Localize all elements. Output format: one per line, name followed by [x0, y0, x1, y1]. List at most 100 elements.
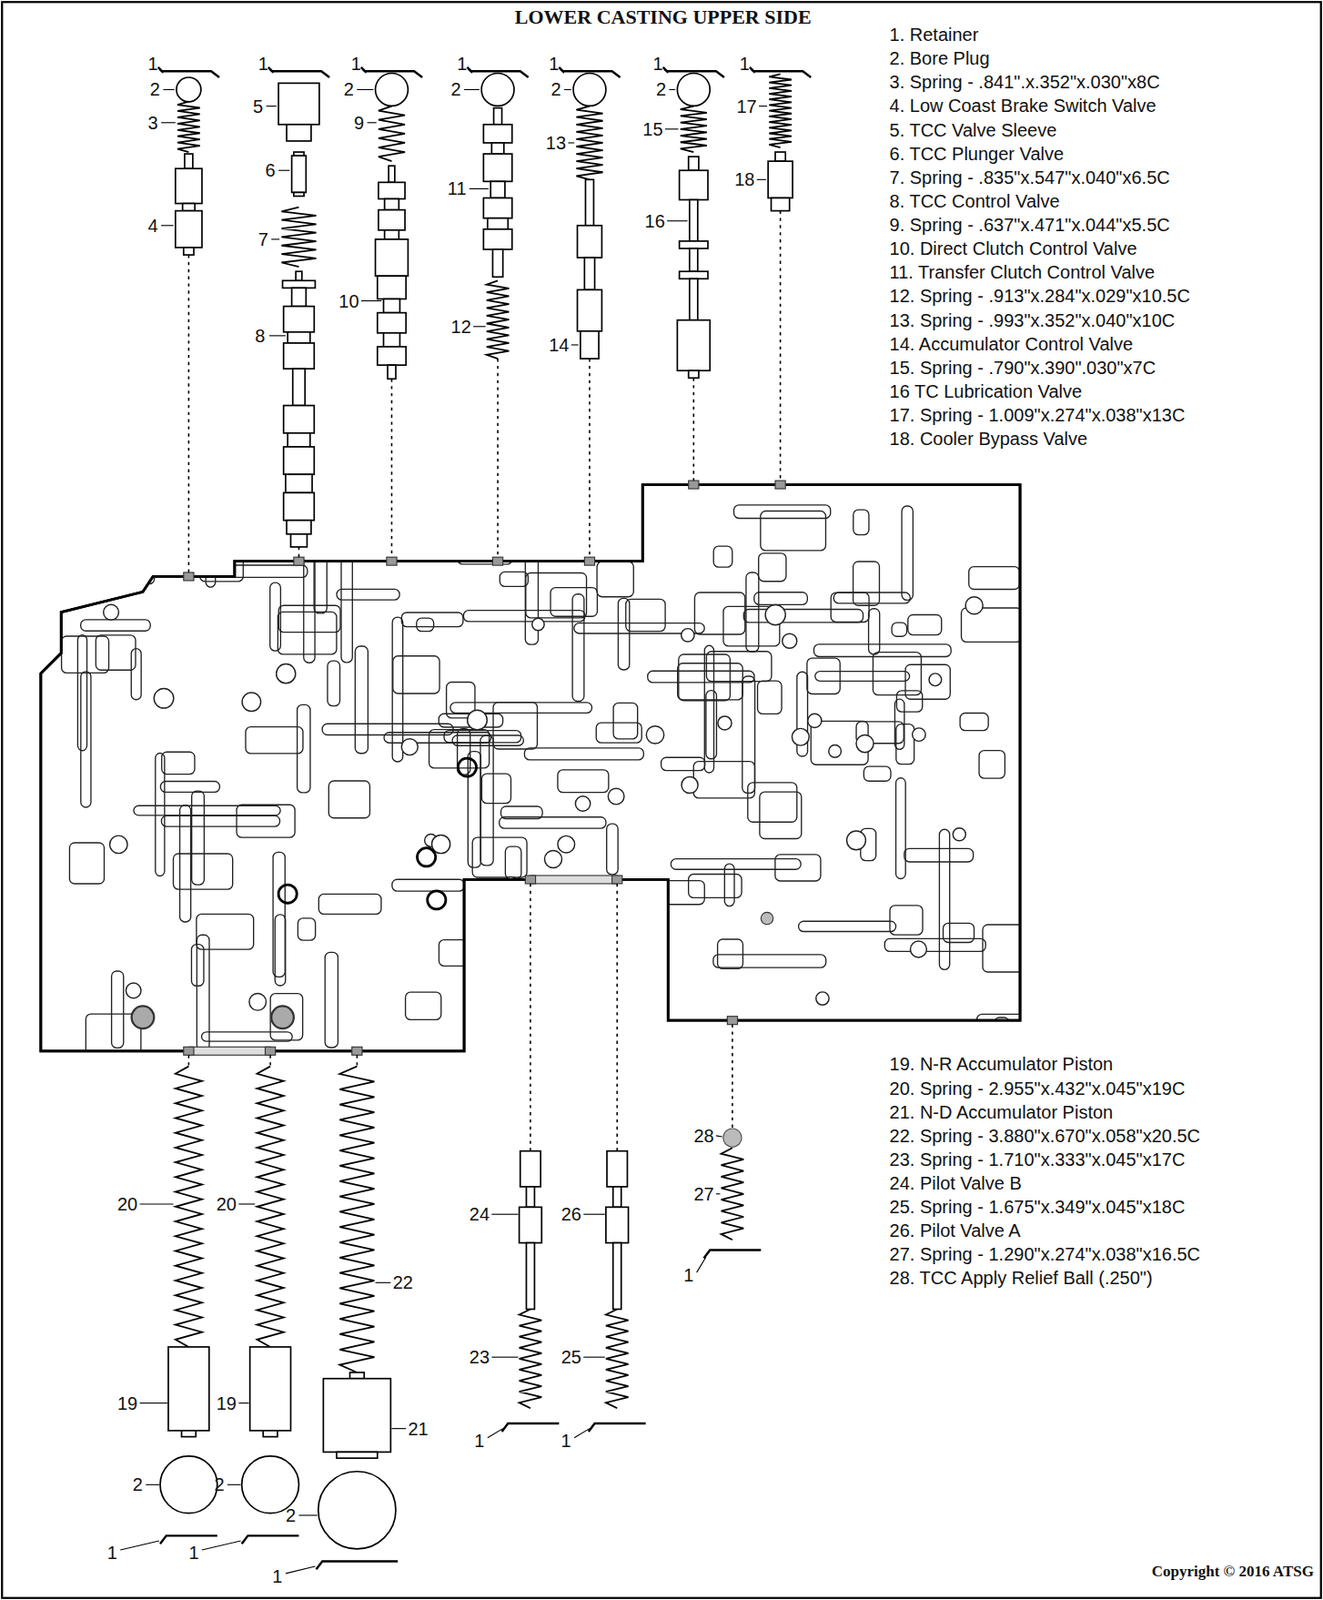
ball — [760, 911, 773, 924]
callout-number: 24 — [469, 1203, 490, 1224]
retainer-slot — [584, 556, 595, 566]
retainer-slot — [183, 572, 194, 581]
fluid-channel — [131, 648, 142, 700]
fluid-channel — [815, 671, 910, 682]
bolt-hole — [965, 596, 983, 615]
callout-number: 1 — [351, 53, 362, 74]
parts-list-item: 26. Pilot Valve A — [889, 1220, 1021, 1241]
fluid-channel — [297, 704, 311, 792]
fluid-channel — [318, 893, 382, 914]
callout-number: 20 — [216, 1193, 237, 1214]
leader-line — [367, 121, 377, 123]
callout-number: 2 — [132, 1474, 143, 1495]
slot-bar — [188, 1046, 271, 1055]
spring-symbol — [339, 1066, 374, 1373]
valve-land — [494, 108, 503, 125]
fluid-channel — [277, 611, 337, 655]
fluid-channel — [943, 922, 975, 942]
bolt-hole — [952, 828, 966, 841]
retainer-symbol — [160, 1535, 218, 1544]
callout-number: 17 — [736, 96, 757, 117]
parts-list-item: 2. Bore Plug — [889, 48, 990, 69]
valve-land — [285, 474, 313, 493]
fluid-channel — [95, 635, 136, 670]
valve-land — [175, 211, 202, 248]
leader-line — [664, 69, 668, 73]
fluid-channel — [480, 735, 494, 866]
leader-line — [666, 220, 687, 222]
valve-land — [676, 320, 710, 371]
spring-symbol — [721, 1147, 745, 1240]
fluid-channel — [392, 616, 403, 762]
fluid-channel — [759, 791, 802, 839]
valve-land — [250, 1346, 292, 1431]
callout-number: 3 — [148, 112, 159, 133]
fluid-channel — [704, 645, 714, 773]
leader-line — [271, 238, 280, 240]
bore-plug — [573, 73, 606, 107]
bolt-hole — [681, 628, 695, 642]
fluid-channel — [688, 874, 742, 899]
retainer-slot — [688, 480, 699, 489]
callout-number: 2 — [656, 79, 667, 100]
fluid-channel — [80, 671, 91, 808]
fluid-channel — [191, 944, 203, 987]
fluid-channel — [905, 664, 950, 699]
fluid-channel — [982, 924, 1040, 972]
fluid-channel — [392, 878, 465, 891]
retainer-slot — [183, 1046, 194, 1055]
valve-land — [577, 289, 603, 331]
fluid-channel — [172, 853, 233, 889]
valve-land — [577, 225, 603, 258]
fluid-channel — [555, 975, 610, 986]
fluid-channel — [155, 752, 165, 876]
copyright-caption: Copyright © 2016 ATSG — [1151, 1562, 1314, 1580]
bolt-hole — [564, 970, 582, 989]
callout-number: 8 — [254, 325, 265, 346]
leader-line — [201, 1540, 242, 1550]
fluid-channels — [60, 501, 1040, 1098]
fluid-channel — [594, 887, 642, 927]
fluid-channel — [328, 780, 370, 819]
spring-symbol — [575, 106, 603, 181]
leader-dotted — [391, 378, 394, 557]
fluid-channel — [464, 939, 526, 987]
leader-line — [162, 89, 174, 91]
callout-number: 26 — [561, 1203, 582, 1224]
retainer-slot — [293, 556, 304, 566]
valve-land — [388, 165, 395, 182]
leader-line — [391, 1427, 406, 1429]
leader-line — [362, 69, 366, 73]
bolt-hole — [557, 835, 576, 853]
spring-symbol — [768, 73, 792, 148]
diagram-title: LOWER CASTING UPPER SIDE — [515, 6, 812, 29]
retainer-symbol — [502, 1423, 560, 1432]
callout-number: 1 — [561, 1430, 572, 1451]
bolt-hole — [544, 850, 562, 869]
parts-list-item: 15. Spring - .790"x.390".030"x7C — [889, 357, 1157, 378]
fluid-channel — [833, 592, 910, 604]
valve-land — [287, 433, 311, 447]
fluid-channel — [896, 777, 907, 879]
valve-land — [679, 241, 708, 249]
leader-line — [238, 1402, 249, 1404]
fluid-channel — [901, 505, 913, 600]
leader-dotted — [298, 546, 301, 557]
callout-number: 27 — [693, 1183, 714, 1204]
valve-land — [287, 332, 311, 344]
callout-number: 15 — [642, 119, 663, 140]
retainer-slot — [775, 480, 786, 489]
spring-symbol — [281, 207, 316, 268]
leader-line — [356, 89, 374, 91]
valve-land — [584, 257, 595, 290]
fluid-channel — [894, 698, 904, 749]
fluid-channel — [760, 511, 827, 551]
leader-line — [285, 1565, 316, 1574]
bolt-hole — [242, 692, 261, 711]
fluid-channel — [452, 735, 524, 746]
check-ball-seat — [417, 848, 436, 867]
leader-dotted — [693, 377, 696, 481]
retainer-slot — [727, 1016, 738, 1025]
fluid-channel — [313, 538, 327, 614]
bolt-hole — [607, 787, 625, 805]
